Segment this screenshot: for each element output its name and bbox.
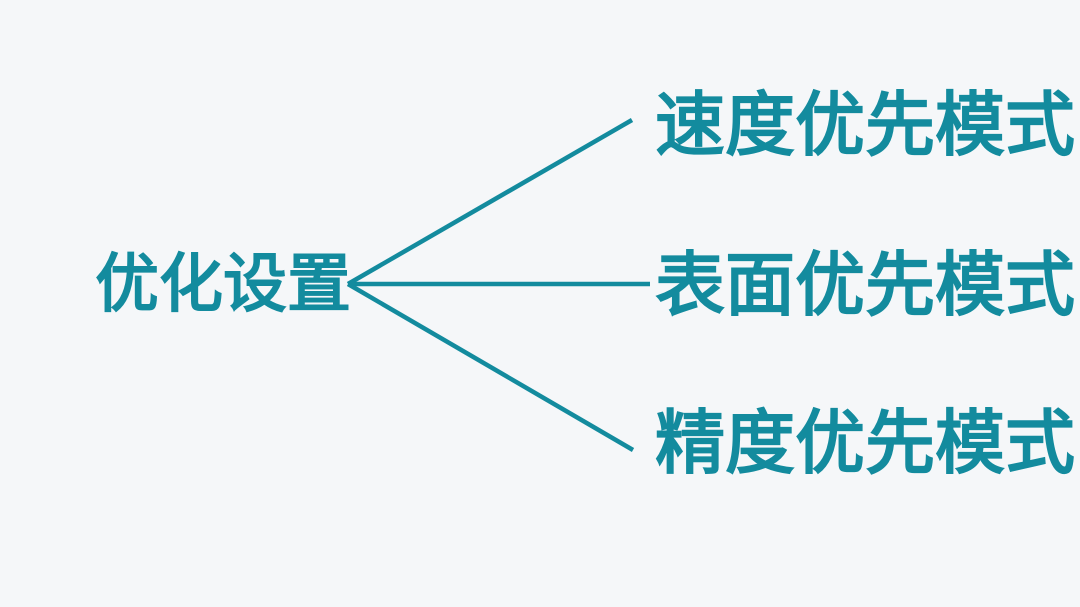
mindmap-branch-node-surface-priority[interactable]: 表面优先模式 (655, 246, 1075, 324)
mindmap-root-node[interactable]: 优化设置 (95, 248, 351, 320)
mindmap-branch-node-speed-priority[interactable]: 速度优先模式 (655, 86, 1075, 164)
connector-line-branch-0 (346, 118, 634, 286)
connector-line-branch-2 (346, 282, 635, 452)
mindmap-branch-node-accuracy-priority[interactable]: 精度优先模式 (655, 404, 1075, 482)
